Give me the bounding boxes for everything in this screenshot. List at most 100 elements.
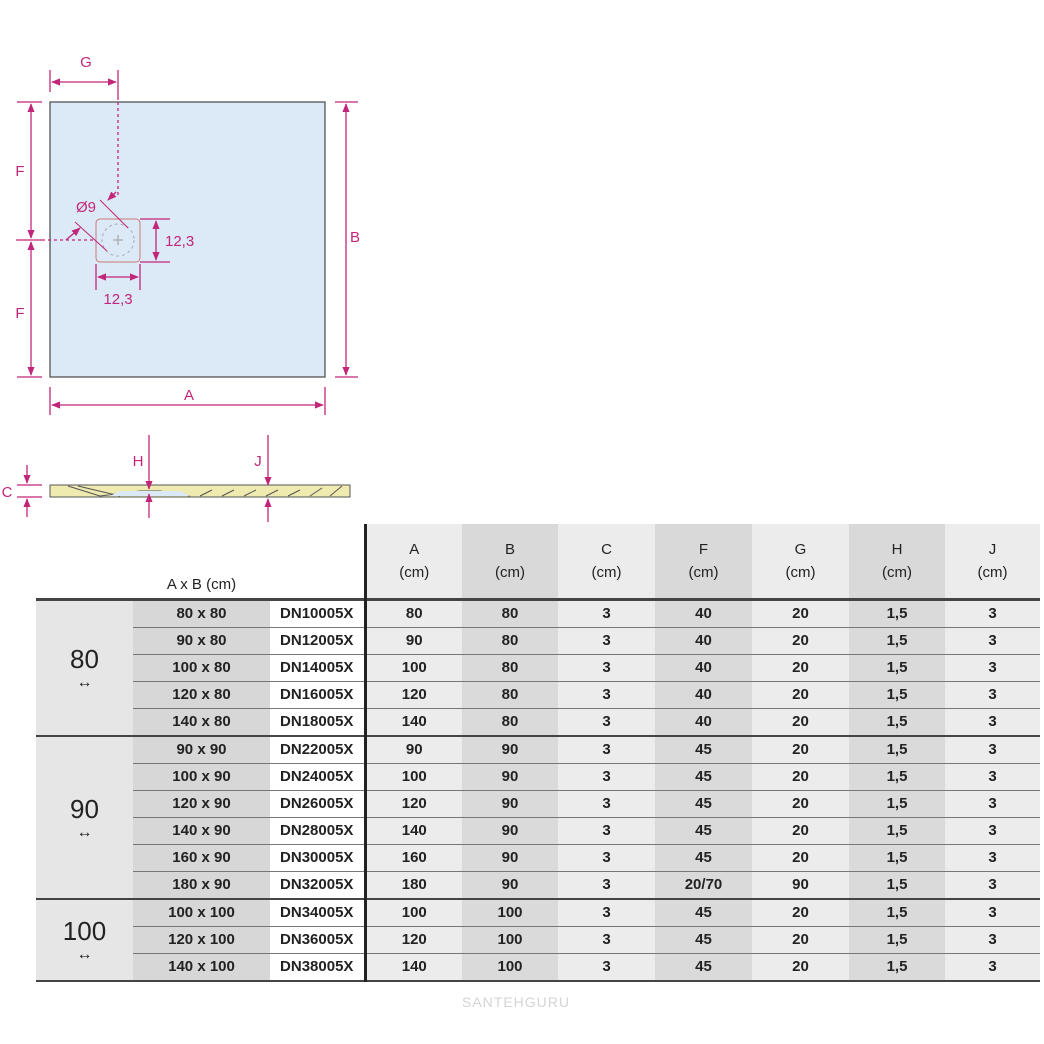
value-cell-g: 20 — [752, 817, 849, 845]
value-cell-h: 1,5 — [849, 627, 945, 655]
column-letter: G — [794, 541, 807, 558]
column-header-c: C (cm) — [558, 524, 655, 600]
value-cell-j: 3 — [945, 627, 1040, 655]
value-cell-b: 80 — [462, 681, 558, 709]
column-unit: (cm) — [591, 564, 622, 581]
size-cell: 90 x 90 — [133, 736, 270, 764]
table-header: A x B (cm) A(cm)B(cm)C(cm)F(cm)G(cm)H(cm… — [36, 524, 1040, 600]
column-header-b: B(cm) — [462, 524, 558, 600]
value-cell-h: 1,5 — [849, 926, 945, 954]
size-cell: 120 x 90 — [133, 790, 270, 818]
section-view: C H J — [2, 435, 351, 522]
value-cell-j: 3 — [945, 599, 1040, 628]
value-cell-h: 1,5 — [849, 763, 945, 791]
size-cell: 100 x 90 — [133, 763, 270, 791]
product-code-cell: DN16005X — [270, 681, 367, 709]
value-cell-a: 140 — [365, 817, 462, 845]
value-cell-h: 1,5 — [849, 736, 945, 764]
label-c: C — [2, 484, 13, 501]
value-cell-g: 20 — [752, 599, 849, 628]
value-cell-h: 1,5 — [849, 681, 945, 709]
value-cell-h: 1,5 — [849, 708, 945, 737]
watermark: SANTEHGURU — [462, 994, 571, 1010]
size-cell: 100 x 100 — [133, 899, 270, 927]
value-cell-b: 90 — [462, 736, 558, 764]
value-cell-c: 3 — [558, 681, 655, 709]
value-cell-c: 3 — [558, 926, 655, 954]
column-letter: J — [988, 541, 997, 558]
size-cell: 140 x 90 — [133, 817, 270, 845]
value-cell-f: 45 — [655, 926, 752, 954]
group-label: 80 — [70, 644, 99, 674]
value-cell-j: 3 — [945, 953, 1040, 982]
size-cell: 100 x 80 — [133, 654, 270, 682]
value-cell-a: 120 — [365, 681, 462, 709]
drain-circle — [101, 223, 135, 257]
value-cell-f: 45 — [655, 790, 752, 818]
value-cell-a: 100 — [365, 763, 462, 791]
value-cell-a: 180 — [365, 871, 462, 900]
value-cell-c: 3 — [558, 763, 655, 791]
value-cell-c: 3 — [558, 899, 655, 927]
value-cell-c: 3 — [558, 627, 655, 655]
size-cell: 120 x 80 — [133, 681, 270, 709]
value-cell-b: 100 — [462, 926, 558, 954]
size-cell: 90 x 80 — [133, 627, 270, 655]
value-cell-g: 20 — [752, 654, 849, 682]
value-cell-c: 3 — [558, 953, 655, 982]
value-cell-a: 140 — [365, 953, 462, 982]
value-cell-g: 20 — [752, 736, 849, 764]
value-cell-h: 1,5 — [849, 790, 945, 818]
shower-tray-diagram: G F F B A Ø9 12,3 12,3 C H J — [2, 54, 360, 522]
label-h: H — [133, 453, 144, 470]
value-cell-b: 90 — [462, 763, 558, 791]
product-code-cell: DN36005X — [270, 926, 367, 954]
value-cell-b: 100 — [462, 899, 558, 927]
value-cell-h: 1,5 — [849, 871, 945, 900]
label-f-bottom: F — [15, 305, 24, 322]
value-cell-f: 40 — [655, 654, 752, 682]
value-cell-a: 100 — [365, 899, 462, 927]
label-g: G — [80, 54, 92, 71]
double-arrow-icon: ↔ — [76, 946, 93, 963]
product-code-cell: DN34005X — [270, 899, 367, 927]
value-cell-b: 80 — [462, 627, 558, 655]
value-cell-a: 120 — [365, 790, 462, 818]
value-cell-f: 45 — [655, 817, 752, 845]
value-cell-j: 3 — [945, 708, 1040, 737]
value-cell-j: 3 — [945, 871, 1040, 900]
value-cell-f: 45 — [655, 899, 752, 927]
value-cell-j: 3 — [945, 736, 1040, 764]
value-cell-a: 100 — [365, 654, 462, 682]
label-j: J — [254, 453, 262, 470]
double-arrow-icon: ↔ — [76, 823, 93, 841]
value-cell-h: 1,5 — [849, 817, 945, 845]
product-code-cell: DN24005X — [270, 763, 367, 791]
value-cell-j: 3 — [945, 763, 1040, 791]
value-cell-c: 3 — [558, 790, 655, 818]
value-cell-j: 3 — [945, 899, 1040, 927]
value-cell-f: 40 — [655, 627, 752, 655]
value-cell-g: 20 — [752, 627, 849, 655]
column-letter: C — [601, 541, 612, 558]
column-letter: B — [504, 541, 515, 558]
double-arrow-icon: ↔ — [76, 674, 93, 691]
value-cell-j: 3 — [945, 817, 1040, 845]
label-a: A — [184, 387, 194, 404]
column-letter: F — [698, 541, 709, 558]
value-cell-g: 20 — [752, 899, 849, 927]
product-code-cell: DN32005X — [270, 871, 367, 900]
value-cell-j: 3 — [945, 681, 1040, 709]
label-diameter: Ø9 — [76, 199, 96, 216]
column-header-h: H(cm) — [849, 524, 945, 600]
label-f-top: F — [15, 163, 24, 180]
value-cell-b: 90 — [462, 817, 558, 845]
